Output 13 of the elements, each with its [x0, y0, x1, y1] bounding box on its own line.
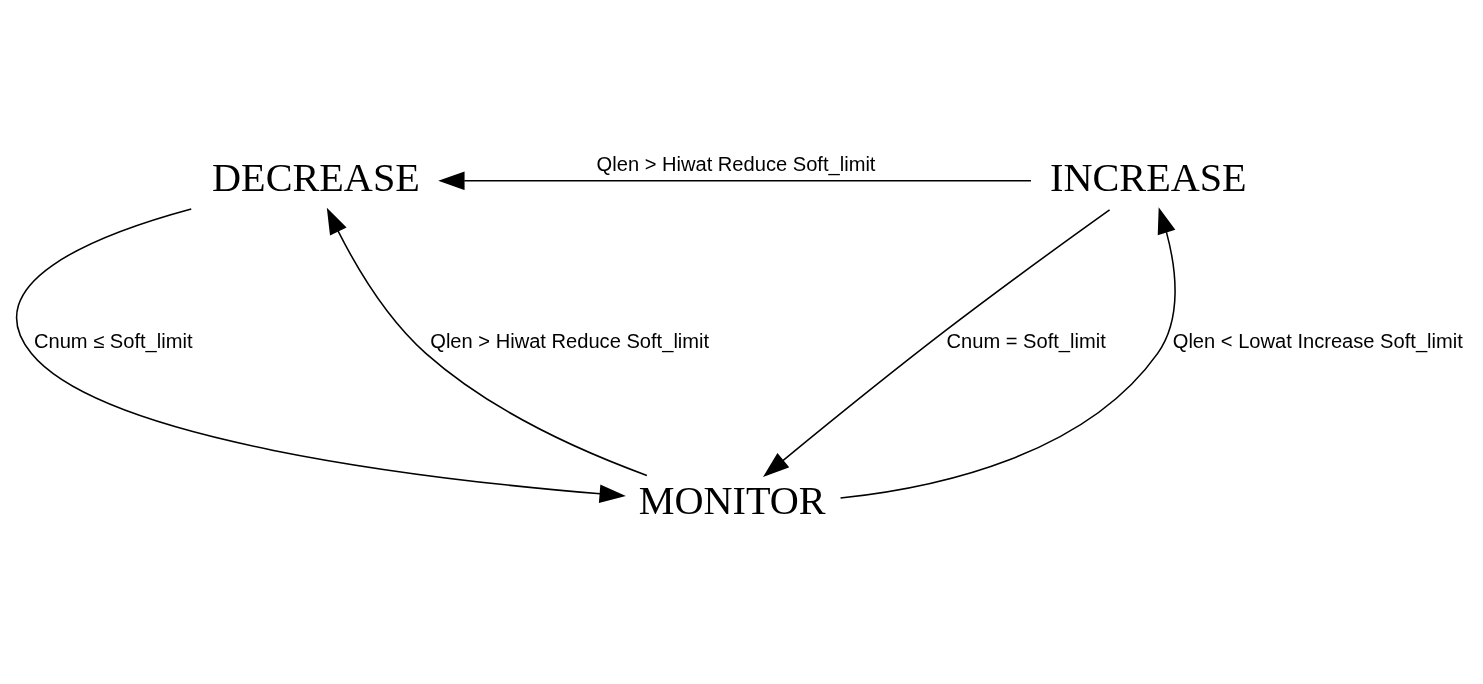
arrow	[326, 207, 648, 476]
arrow	[438, 171, 1032, 190]
edge-label: Qlen < Lowat Increase Soft_limit	[1172, 329, 1463, 352]
node-text: INCREASE	[1050, 154, 1247, 200]
edge-label: Cnum ≤ Soft_limit	[33, 329, 193, 352]
arrow	[15, 207, 626, 503]
node-text: DECREASE	[212, 154, 420, 200]
arrow	[763, 208, 1111, 477]
edge-label: Qlen > Hiwat Reduce Soft_limit	[596, 152, 876, 175]
arrow	[839, 206, 1176, 499]
edge-label: Qlen > Hiwat Reduce Soft_limit	[430, 329, 710, 352]
node-text: MONITOR	[638, 477, 826, 523]
edge-label: Cnum = Soft_limit	[946, 329, 1106, 352]
